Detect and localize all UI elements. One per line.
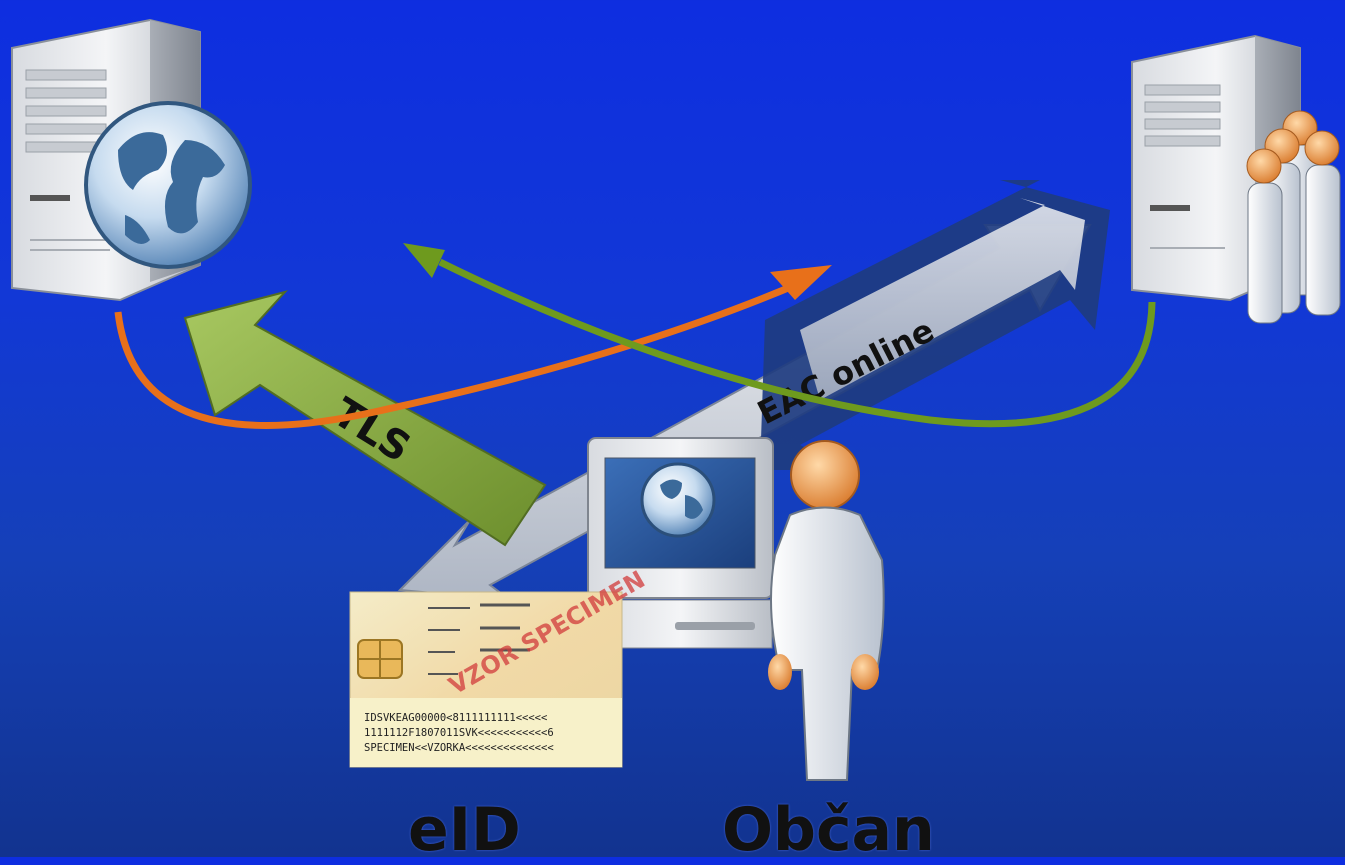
eac-arrow: EAC online xyxy=(397,180,1110,602)
users-icon xyxy=(1246,110,1341,324)
citizen-caption: Občan xyxy=(722,795,935,865)
id-card-icon: VZOR SPECIMEN IDSVKEAG00000<8111111111<<… xyxy=(349,565,650,768)
eid-caption: eID xyxy=(408,795,521,865)
person-icon xyxy=(768,440,885,781)
globe-icon xyxy=(84,101,252,269)
green-curve-arrow xyxy=(403,243,1156,428)
card-mrz-line-2: 1111112F1807011SVK<<<<<<<<<<<6 xyxy=(364,727,554,739)
card-mrz-line-1: IDSVKEAG00000<8111111111<<<<< xyxy=(364,712,547,724)
computer-icon xyxy=(587,437,774,649)
card-mrz-line-3: SPECIMEN<<VZORKA<<<<<<<<<<<<<< xyxy=(364,742,554,754)
orange-curve-arrow xyxy=(114,265,832,429)
tls-arrow: TLS xyxy=(183,290,547,547)
